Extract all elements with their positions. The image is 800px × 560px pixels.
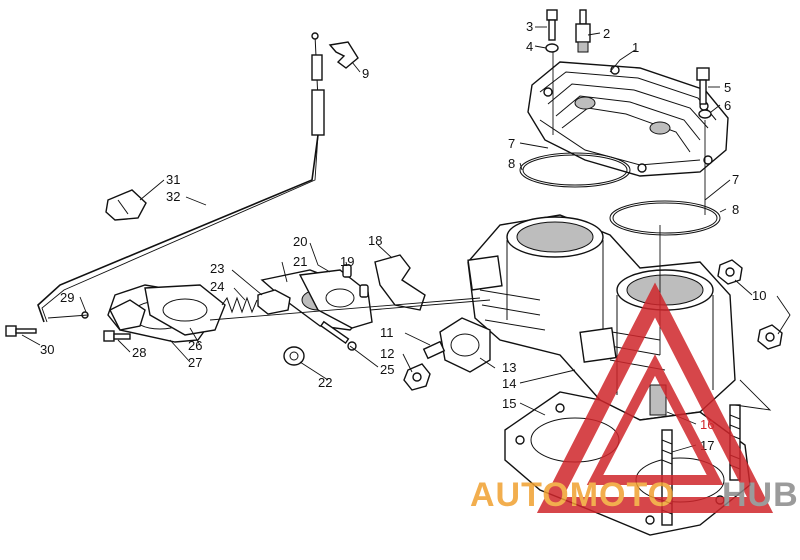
callout-23: 23 (210, 261, 224, 276)
reed-body (257, 289, 291, 315)
cylinder-nut-upper (717, 259, 743, 285)
callout-2: 2 (603, 26, 610, 41)
o-ring-lower (609, 200, 721, 236)
callout-28: 28 (132, 345, 146, 360)
watermark-text-automoto: AUTOMOTO (470, 476, 675, 514)
callout-22: 22 (318, 375, 332, 390)
exhaust-gasket (439, 317, 491, 373)
exhaust-nut (403, 363, 431, 391)
callout-5: 5 (724, 80, 731, 95)
cable-end-fitting (47, 311, 89, 319)
callout-11: 11 (380, 325, 394, 340)
callout-13: 13 (502, 360, 516, 375)
callout-8-lower: 8 (732, 202, 739, 217)
bracket-arm (374, 254, 426, 311)
cylinder-block (467, 214, 736, 421)
washer-right (698, 109, 712, 119)
callout-20: 20 (293, 234, 307, 249)
head-bolt-right (696, 67, 710, 105)
long-screw (320, 320, 357, 351)
head-bolt-left (546, 9, 558, 41)
callout-30: 30 (40, 342, 54, 357)
callout-9: 9 (362, 66, 369, 81)
watermark-text-hub: HUB (722, 476, 799, 514)
callout-7-lower: 7 (732, 172, 739, 187)
cylinder-head (527, 61, 729, 177)
cable-clip (328, 41, 359, 69)
reed-valve-gasket (298, 269, 373, 329)
callout-15: 15 (502, 396, 516, 411)
callout-4: 4 (526, 39, 533, 54)
washer-left (545, 43, 559, 53)
exhaust-stud (422, 340, 446, 360)
callout-24: 24 (210, 279, 224, 294)
watermark-triangle-outer (536, 282, 774, 513)
callout-labels: 1 2 3 4 5 6 7 8 7 8 9 10 11 12 13 14 15 … (40, 19, 766, 453)
callout-21: 21 (293, 254, 307, 269)
callout-1: 1 (632, 40, 639, 55)
callout-leaders (21, 26, 791, 453)
cable-end-screw (5, 325, 37, 337)
throttle-cable (37, 32, 325, 323)
manifold-screw (103, 330, 131, 342)
callout-8-upper: 8 (508, 156, 515, 171)
callout-29: 29 (60, 290, 74, 305)
callout-10: 10 (752, 288, 766, 303)
callout-3: 3 (526, 19, 533, 34)
callout-12: 12 (380, 346, 394, 361)
callout-19: 19 (340, 254, 354, 269)
callout-18: 18 (368, 233, 382, 248)
callout-32: 32 (166, 189, 180, 204)
callout-26: 26 (188, 338, 202, 353)
watermark-triangle-inner (586, 354, 724, 485)
callout-7-upper: 7 (508, 136, 515, 151)
cable-boot (105, 189, 147, 221)
callout-25: 25 (380, 362, 394, 377)
callout-6: 6 (724, 98, 731, 113)
spark-plug (575, 9, 591, 53)
grommet (283, 346, 305, 366)
o-ring-upper (519, 152, 631, 188)
callout-14: 14 (502, 376, 516, 391)
intake-gasket (144, 284, 226, 336)
reed-spring (221, 296, 258, 314)
callout-31: 31 (166, 172, 180, 187)
cylinder-nut-lower (757, 324, 783, 350)
automotohub-watermark: AUTOMOTO HUB (470, 282, 799, 514)
callout-27: 27 (188, 355, 202, 370)
